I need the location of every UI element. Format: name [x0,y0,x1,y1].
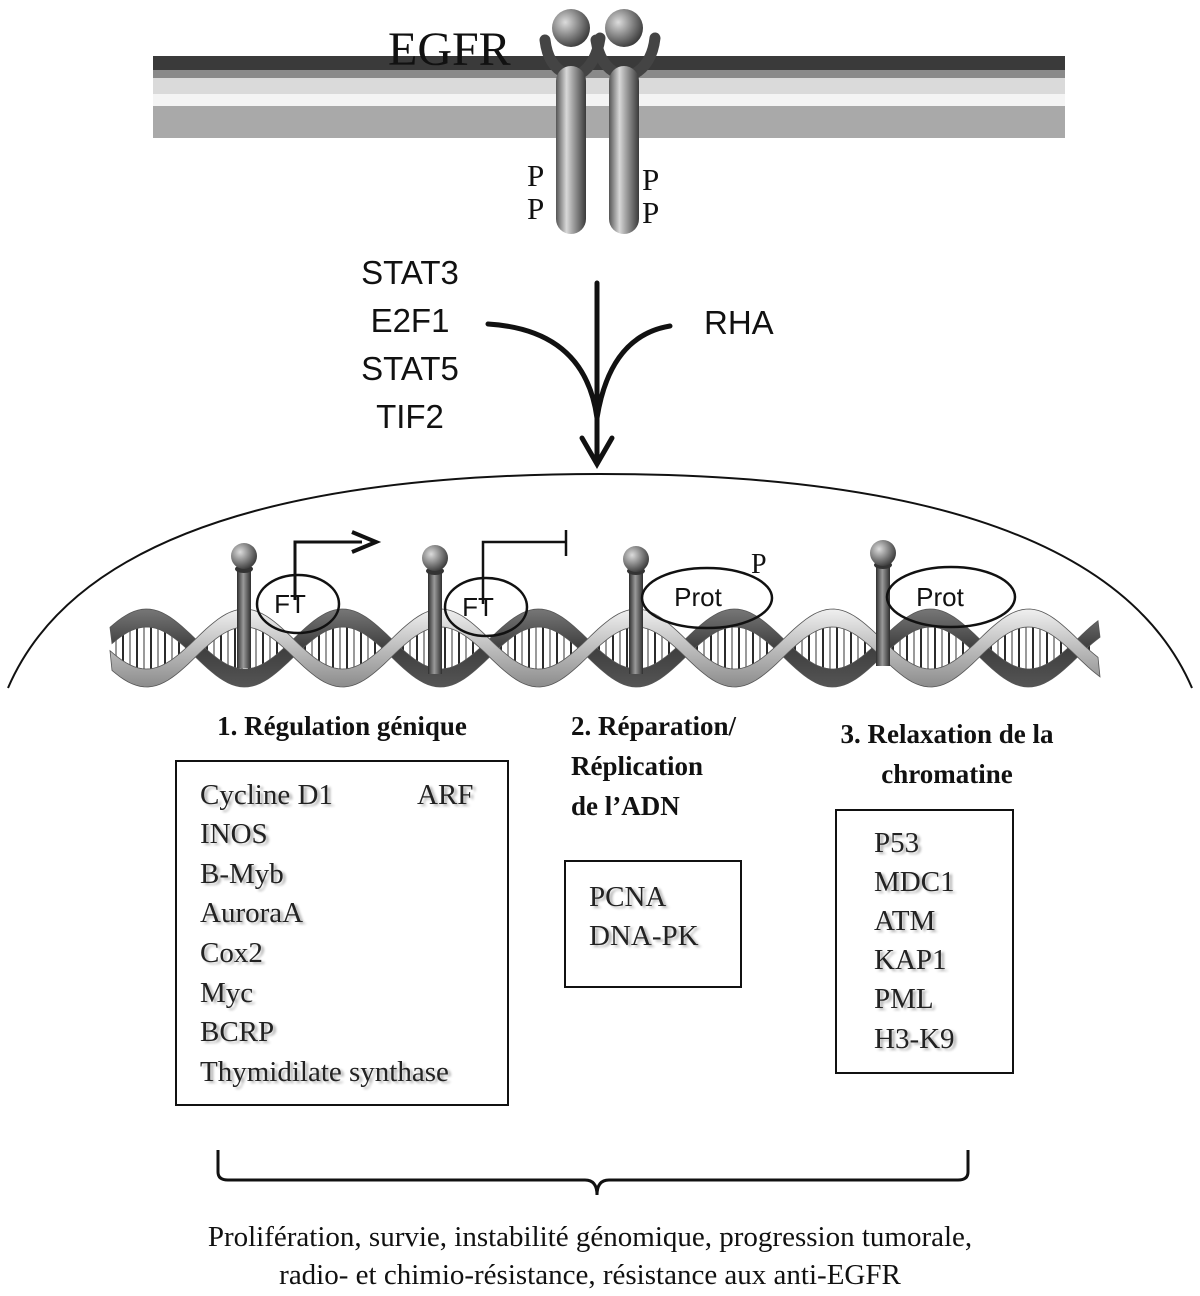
summary-brace [216,1150,970,1196]
svg-text:B-Myb: B-Myb [203,860,287,892]
factor-tif2: TIF2 [376,398,444,435]
svg-text:PML: PML [877,985,937,1017]
section-2-heading-line-1: 2. Réparation/ [571,711,736,741]
tf-label-2: FT [462,592,494,622]
svg-text:AuroraA: AuroraA [203,899,306,931]
chromatin-pins [231,540,896,674]
section-1-heading: 1. Régulation génique [217,711,467,741]
factor-stat5: STAT5 [361,350,459,387]
svg-text:ATM: ATM [877,907,938,939]
outcome-line-2: radio- et chimio-résistance, résistance … [279,1259,901,1291]
prot-label-1: Prot [674,582,722,612]
section-2-heading-line-2: Réplication [571,751,703,781]
svg-text:ARF: ARF [420,781,476,813]
section-3-box [835,809,1014,1074]
gene-bcrp: BCRP [200,1016,274,1048]
section-2-gene-shadow: PCNA DNA-PK [592,883,702,954]
gene-cycline-d1: Cycline D1 [200,779,333,811]
outcome-line-1: Prolifération, survie, instabilité génom… [208,1221,972,1253]
converging-arrow [485,280,673,470]
gene-h3-k9: H3-K9 [874,1023,955,1055]
section-1-gene-shadow: Cycline D1 INOS B-Myb AuroraA Cox2 Myc B… [203,781,476,1090]
transcription-repression-marker [481,530,568,604]
svg-text:KAP1: KAP1 [877,946,950,978]
gene-b-myb: B-Myb [200,858,284,890]
factor-e2f1: E2F1 [371,302,450,339]
factor-stat3: STAT3 [361,254,459,291]
egfr-label: EGFR [388,23,511,76]
gene-arf: ARF [417,779,473,811]
phospho-left-1: P [527,158,544,193]
prot-phospho: P [751,549,767,580]
section-1-box [175,760,509,1106]
factor-rha: RHA [704,304,774,341]
svg-text:MDC1: MDC1 [877,868,958,900]
prot-oval-1 [640,566,774,630]
gene-auroraa: AuroraA [200,897,303,929]
svg-text:INOS: INOS [203,820,271,852]
dna-double-helix [109,608,1101,688]
svg-text:Cycline D1: Cycline D1 [203,781,336,813]
gene-dna-pk: DNA-PK [589,920,699,952]
section-2-box [564,860,742,988]
tf-oval-1 [255,573,341,635]
gene-p53: P53 [874,827,919,859]
transcription-activation-arrow [293,530,382,600]
gene-mdc1: MDC1 [874,866,955,898]
svg-text:Thymidilate synthase: Thymidilate synthase [203,1058,452,1090]
phospho-right-2: P [642,195,659,230]
gene-myc: Myc [200,977,253,1009]
nucleus-envelope [7,472,1193,689]
tf-label-1: FT [274,589,306,619]
gene-inos: INOS [200,818,268,850]
prot-oval-2 [885,565,1017,629]
section-3-gene-shadow: P53 MDC1 ATM KAP1 PML H3-K9 [877,829,958,1057]
egfr-receptor-dimer [539,9,661,234]
svg-text:H3-K9: H3-K9 [877,1025,958,1057]
svg-text:Cox2: Cox2 [203,939,266,971]
svg-text:P53: P53 [877,829,922,861]
svg-text:BCRP: BCRP [203,1018,277,1050]
prot-label-2: Prot [916,582,964,612]
tf-oval-2 [443,576,529,638]
phospho-left-2: P [527,191,544,226]
gene-cox2: Cox2 [200,937,263,969]
section-3-heading-line-2: chromatine [881,759,1012,789]
gene-thymidilate-synthase: Thymidilate synthase [200,1056,449,1088]
svg-text:Myc: Myc [203,979,256,1011]
section-2-heading-line-3: de l’ADN [571,791,680,821]
phospho-right-1: P [642,162,659,197]
gene-pml: PML [874,983,934,1015]
gene-pcna: PCNA [589,881,666,913]
svg-text:DNA-PK: DNA-PK [592,922,702,954]
section-3-heading-line-1: 3. Relaxation de la [841,719,1054,749]
gene-atm: ATM [874,905,935,937]
gene-kap1: KAP1 [874,944,947,976]
svg-text:PCNA: PCNA [592,883,669,915]
